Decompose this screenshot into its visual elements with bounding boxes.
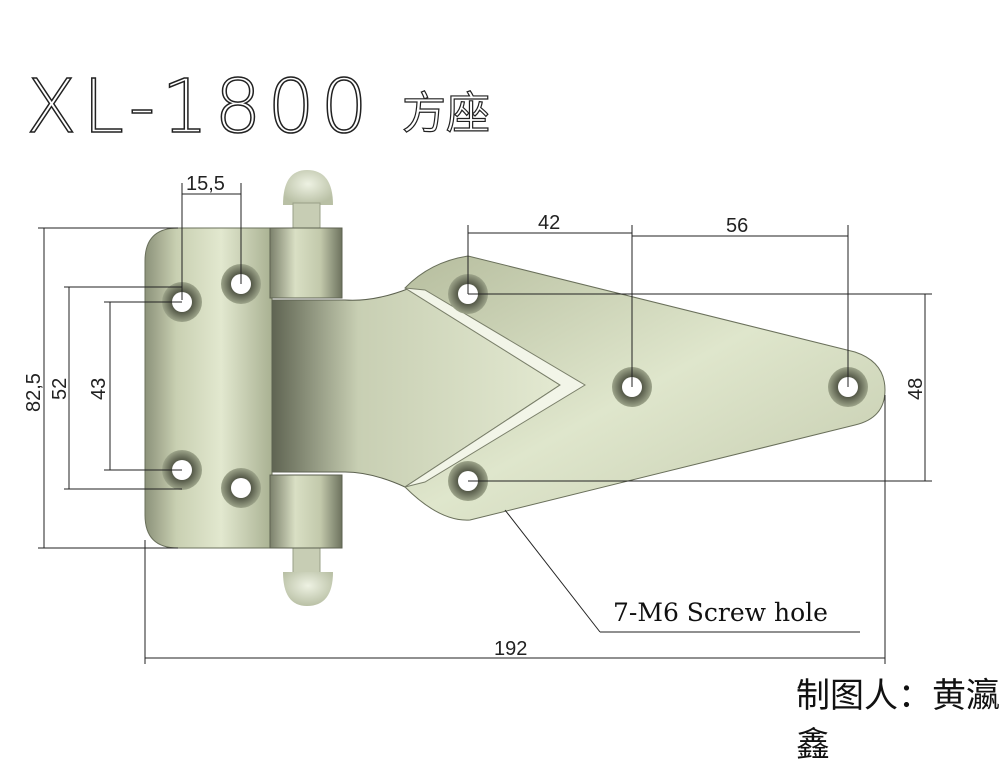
leaf-chevron-bevel: [404, 287, 586, 488]
drawing-title-suffix: 方座: [401, 88, 490, 139]
bottom-pin-cap: [283, 547, 333, 606]
dim-spacing-1-label: 42: [538, 212, 560, 234]
screw-note-label: 7-M6 Screw hole: [613, 598, 828, 627]
dim-hole-offset-label: 15,5: [186, 173, 225, 195]
drafter-credit: 制图人：黄瀛鑫: [796, 676, 1000, 765]
dim-overall-length: 192: [144, 395, 886, 664]
dim-spacing-2: 56: [632, 215, 849, 387]
top-pin-cap: [283, 170, 333, 230]
dim-overall-height-label: 82,5: [23, 373, 45, 412]
dim-leaf-hole-span-label: 48: [905, 378, 927, 400]
dim-overall-height: 82,5: [23, 227, 178, 549]
dim-overall-length-label: 192: [494, 638, 527, 660]
dim-leaf-hole-span: 48: [468, 293, 932, 482]
screw-note-callout: 7-M6 Screw hole: [504, 509, 860, 633]
dim-spacing-1: 42: [467, 212, 633, 387]
dim-hole-offset: 15,5: [181, 173, 242, 300]
dim-hole-span-inner: 43: [88, 301, 182, 471]
barrel-bottom-knuckle: [269, 474, 343, 549]
dim-hole-span-outer-label: 52: [49, 378, 71, 400]
drawing-title: XL-1800: [25, 64, 374, 150]
barrel-top-knuckle: [269, 227, 343, 299]
screw-hole: [221, 468, 261, 508]
dim-hole-span-outer: 52: [49, 286, 182, 490]
dim-hole-span-inner-label: 43: [88, 378, 110, 400]
dim-spacing-2-label: 56: [726, 215, 748, 237]
